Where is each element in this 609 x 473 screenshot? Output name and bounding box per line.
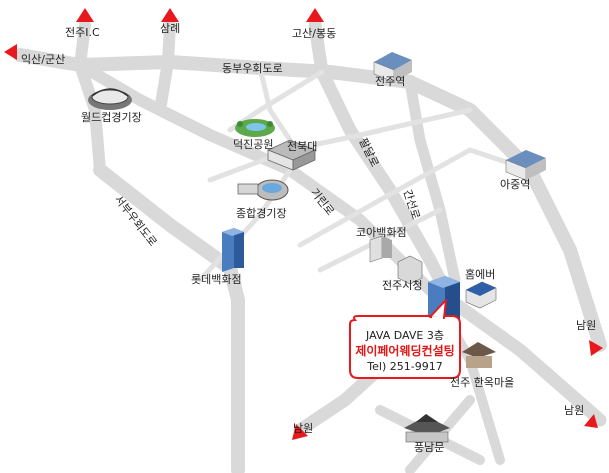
- core-dept-icon: [369, 235, 423, 285]
- office-company-name: 제이페어웨딩컨설팅: [355, 344, 455, 358]
- label-pungnammun: 풍남문: [414, 441, 445, 454]
- road-gosan: [308, 18, 457, 307]
- label-ajung-station: 아중역: [500, 178, 531, 191]
- arrow-gosan: [306, 8, 324, 22]
- label-jeonbuk-univ: 전북대: [287, 140, 318, 153]
- label-hanok-village: 전주 한옥마을: [450, 376, 515, 389]
- jeonbuk-univ-icon: [266, 139, 317, 171]
- label-lotte-dept: 롯데백화점: [191, 273, 242, 286]
- homeplus-icon: [465, 281, 497, 309]
- label-city-hall: 전주시청: [382, 279, 423, 292]
- minor-road-2: [257, 65, 293, 143]
- office-phone: Tel) 251-9917: [367, 360, 443, 373]
- arrow-namwon-sw: [292, 424, 308, 440]
- minor-road-4: [297, 147, 533, 248]
- pungnammun-icon: [404, 414, 450, 443]
- office-building-floor: JAVA DAVE 3층: [366, 329, 444, 342]
- worldcup-stadium-icon: [88, 88, 132, 110]
- office-bubble-shape: [349, 299, 461, 379]
- label-deokjin-park: 덕진공원: [233, 138, 274, 151]
- deokjin-park-icon: [235, 119, 275, 137]
- dir-namwon-southwest: 남원: [293, 422, 314, 435]
- arrow-namwon-east: [589, 340, 603, 356]
- dir-gosan-bongdong: 고산/봉동: [292, 27, 337, 40]
- label-jeonju-station: 전주역: [375, 75, 406, 88]
- sports-complex-icon: [237, 179, 289, 201]
- label-homeplus: 홈에버: [465, 268, 496, 281]
- dir-jeonju-ic: 전주I.C: [65, 26, 100, 39]
- label-worldcup-stadium: 월드컵경기장: [81, 111, 142, 124]
- direction-arrows: [4, 8, 603, 440]
- road-seobu: [93, 163, 245, 473]
- hanok-village-icon: [462, 342, 496, 368]
- arrow-jeonju-ic: [76, 8, 94, 22]
- dir-namwon-east: 남원: [576, 319, 597, 332]
- arrow-samrye: [161, 8, 179, 22]
- road-jeonju-ic: [74, 19, 106, 176]
- road-giri-west: [74, 59, 436, 296]
- ajung-station-icon: [505, 150, 546, 181]
- lotte-dept-icon: [222, 228, 244, 272]
- label-core-dept: 코아백화점: [356, 226, 407, 239]
- minor-road-3: [207, 107, 473, 183]
- label-sports-complex: 종합경기장: [236, 207, 287, 220]
- jeonju-station-icon: [373, 52, 412, 83]
- dir-samrye: 삼례: [160, 22, 181, 35]
- road-iksan: [13, 48, 417, 89]
- road-southeast: [443, 293, 607, 427]
- arrow-iksan: [4, 44, 17, 60]
- road-label-dongbu: 동부우회도로: [222, 62, 283, 75]
- arrow-namwon-se: [584, 414, 598, 428]
- dir-iksan-gunsan: 익산/군산: [21, 53, 66, 66]
- office-callout: JAVA DAVE 3층 제이페어웨딩컨설팅 Tel) 251-9917: [348, 316, 462, 378]
- dir-namwon-southeast: 남원: [564, 404, 585, 417]
